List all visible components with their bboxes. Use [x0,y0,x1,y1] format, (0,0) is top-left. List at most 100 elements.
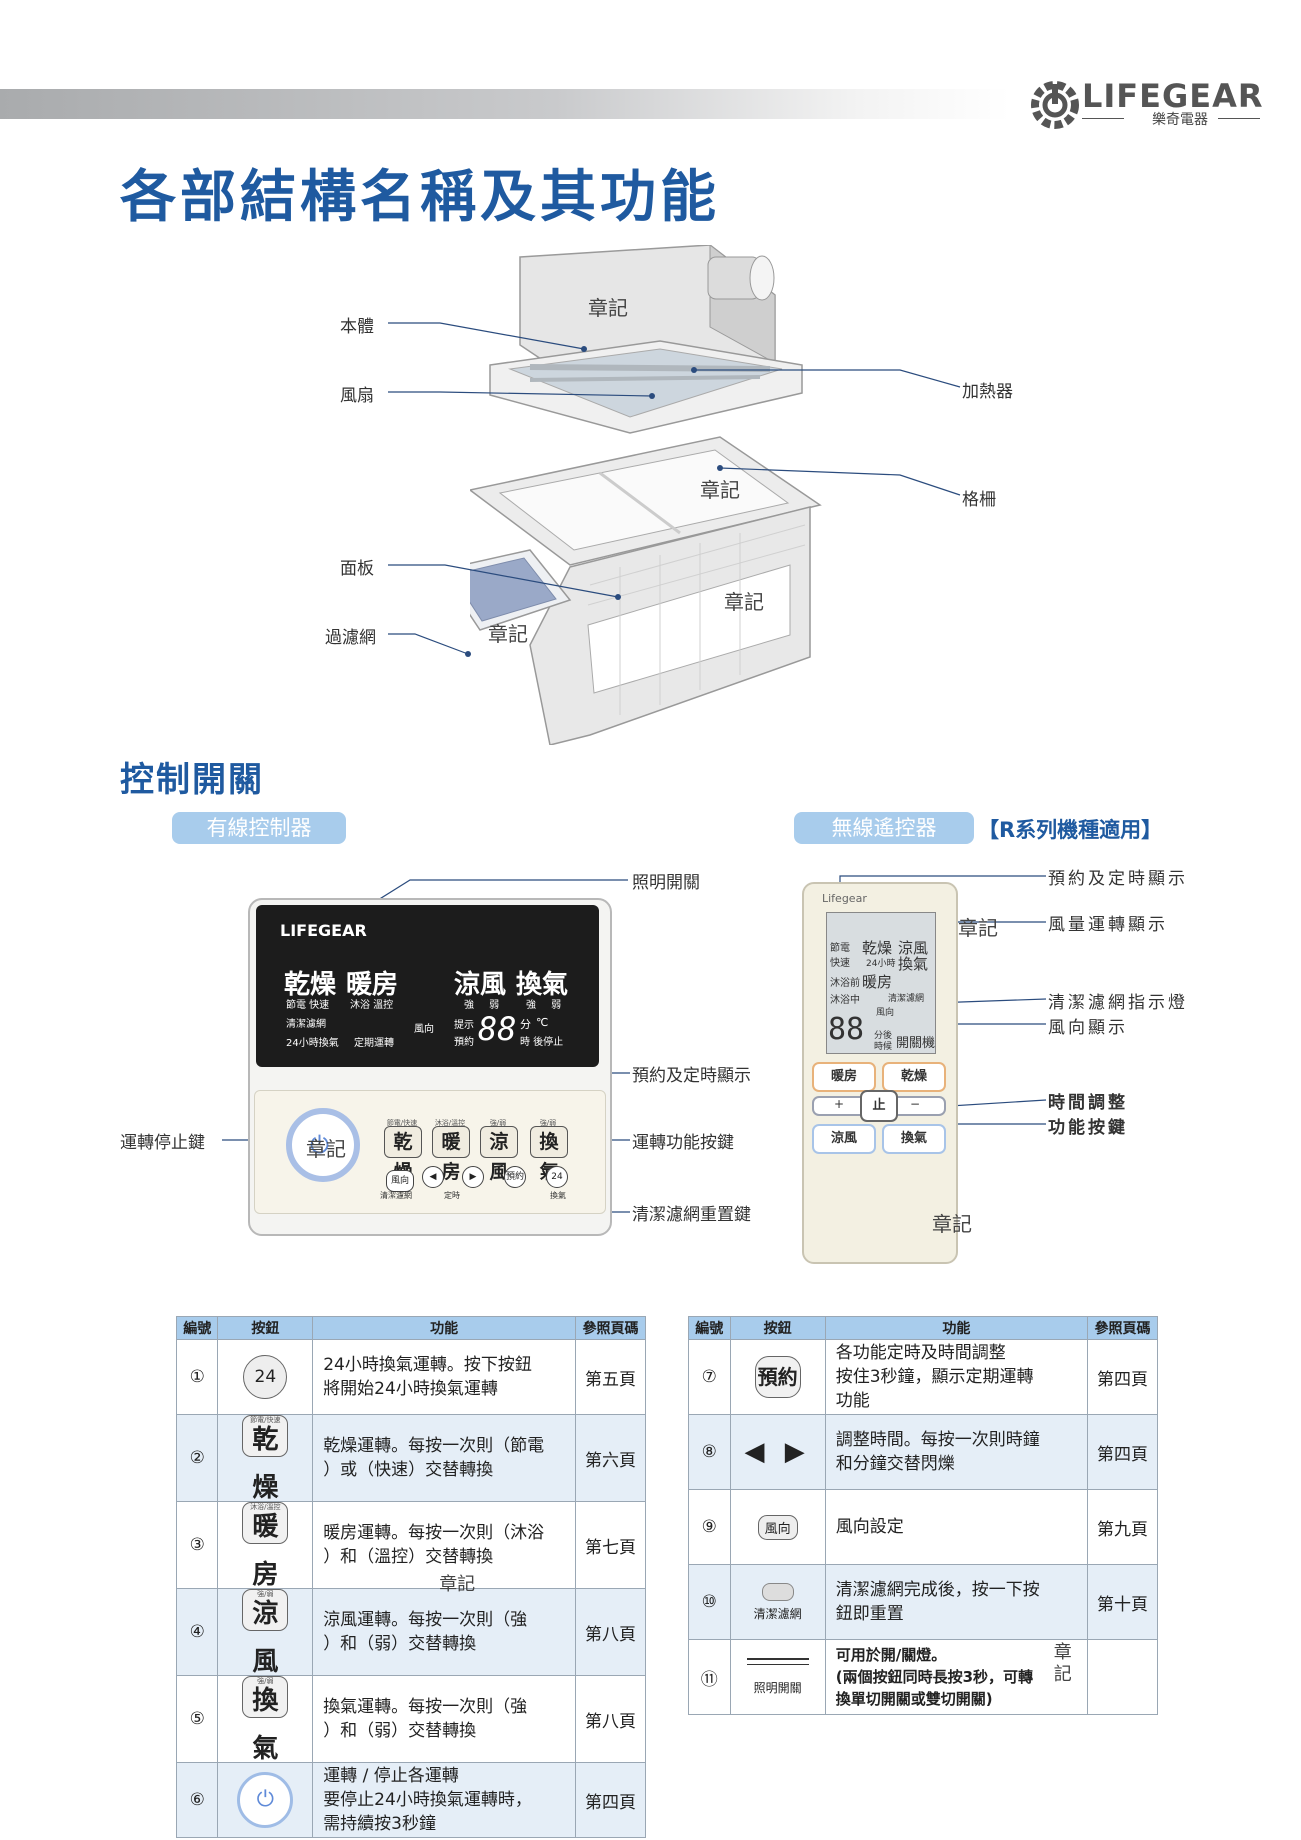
fn-line: 要停止24小時換氣運轉時， [323,1790,532,1810]
row-function: 24小時換氣運轉。按下按鈕將開始24小時換氣運轉 [312,1339,577,1415]
power-icon: ⏻ [310,1131,329,1159]
row-function: 各功能定時及時間調整按住3秒鐘，顯示定期運轉功能 [824,1339,1089,1415]
row-page: 第八頁 [575,1675,646,1763]
table-row: ④ 強/弱涼風 涼風運轉。每按一次則（強）和（弱）交替轉換章記 第八頁 [175,1574,646,1677]
th-no: 編號 [688,1316,731,1340]
key-vent-button[interactable]: 換氣 [530,1126,568,1183]
lcd-vent: 換氣 [516,970,569,1000]
key-caption: 強/弱 [257,1590,274,1598]
rlcd-wind: 風向 [876,1008,895,1018]
fn-line: 按住3秒鐘，顯示定期運轉 [835,1367,1034,1387]
fn-line: ）和（弱）交替轉換 [323,1634,477,1654]
rlcd-save: 節電 [830,943,850,954]
th-page: 參照頁碼 [575,1316,646,1340]
remote-minus-button[interactable]: − [910,1097,921,1111]
key-label: 乾燥 [252,1425,279,1503]
key-cool-caption: 強/弱 [489,1119,507,1127]
power-button[interactable] [286,1108,360,1182]
row-page: 第十頁 [1087,1564,1158,1640]
th-function: 功能 [312,1316,577,1340]
row-button: ◀ ▶ [729,1414,826,1490]
fn-line: 各功能定時及時間調整 [835,1343,1006,1363]
th-button: 按鈕 [729,1316,826,1340]
fn-line: ）或（快速）交替轉換 [323,1460,494,1480]
remote-plus-button[interactable]: + [834,1097,845,1111]
label-remote-wind-dir: 風向顯示 [1048,1018,1128,1038]
label-body: 本體 [340,317,374,337]
remote-warm-button[interactable]: 暖房 [812,1062,876,1092]
th-page: 參照頁碼 [1087,1316,1158,1340]
key-dry-caption: 節電/快速 [386,1119,418,1127]
fn-line: 涼風運轉。每按一次則（強 [323,1610,528,1630]
left-arrow-button[interactable]: ◀ [422,1166,444,1188]
right-arrow-button[interactable]: ▶ [462,1166,484,1188]
section-title-control: 控制開關 [120,760,264,800]
rlcd-warm: 暖房 [862,973,893,991]
lcd-vent-sub: 強 弱 [526,1000,568,1011]
key-dry-button[interactable]: 乾燥 [384,1126,422,1183]
lcd-filter: 清潔濾網 [286,1019,326,1030]
remote-series-note: 【R系列機種適用】 [978,818,1163,842]
watermark: 章記 [588,296,628,320]
key-caption: 清潔濾網 [753,1606,802,1621]
fn-line: 清潔濾網完成後，按一下按 [835,1580,1040,1600]
table-left: 編號 按鈕 功能 參照頁碼 ① 24 24小時換氣運轉。按下按鈕將開始24小時換… [175,1316,646,1838]
key-cool-button[interactable]: 涼風 [480,1126,518,1183]
row-button: 照明開關 [729,1639,826,1715]
watermark: 章記 [1053,1642,1072,1685]
key-warm-button[interactable]: 暖房 [432,1126,470,1183]
remote-cool-button[interactable]: 涼風 [812,1124,876,1154]
watermark: 章記 [958,916,998,940]
lcd-cool-sub: 強 弱 [464,1000,506,1011]
wind-button[interactable]: 風向 [386,1170,414,1192]
remote-dry-button[interactable]: 乾燥 [882,1062,946,1092]
tab-wired-controller: 有線控制器 [172,812,346,844]
watermark: 章記 [488,622,528,646]
row-button: 清潔濾網 [729,1564,826,1640]
table-row: ③ 沐浴/溫控暖房 暖房運轉。每按一次則（沐浴）和（溫控）交替轉換 第七頁 [175,1501,646,1590]
filter-reset-caption: 清潔濾網 [380,1191,412,1200]
row-no: ⑤ [175,1675,219,1763]
lcd-dry-sub: 節電 快速 [286,1000,330,1011]
row-page: 第九頁 [1087,1489,1158,1565]
vent-key-icon: 強/弱換氣 [242,1676,289,1764]
row-page: 第八頁 [575,1588,646,1676]
label-remote-filter-lamp: 清潔濾網指示燈 [1048,993,1188,1013]
key-caption: 強/弱 [257,1677,274,1685]
row-no: ⑪ [688,1639,731,1715]
wind-key-icon: 風向 [757,1514,798,1540]
row-page [1087,1639,1158,1715]
label-remote-timer: 預約及定時顯示 [1048,869,1188,889]
watermark: 章記 [700,478,740,502]
fn-line: ）和（弱）交替轉換 [323,1721,477,1741]
power-icon: ⏻ [237,1772,294,1828]
key-label: 暖房 [252,1512,279,1590]
reserve-button[interactable]: 預約 [504,1166,526,1188]
table-row: ⑤ 強/弱換氣 換氣運轉。每按一次則（強）和（弱）交替轉換 第八頁 [175,1675,646,1764]
lcd-warm-sub: 沐浴 溫控 [350,1000,394,1011]
label-remote-time-adjust: 時間調整 [1048,1093,1128,1113]
header-bar [0,89,1010,119]
row-function: 調整時間。每按一次則時鐘和分鐘交替閃爍 [824,1414,1089,1490]
row-button: 節電/快速乾燥 [217,1414,314,1503]
h24-button[interactable]: 24 [546,1166,568,1188]
remote-vent-button[interactable]: 換氣 [882,1124,946,1154]
row-function: 乾燥運轉。每按一次則（節電）或（快速）交替轉換 [312,1414,577,1502]
key-warm-caption: 沐浴/溫控 [434,1119,466,1127]
lcd-dry: 乾燥 [284,970,337,1000]
row-function: 清潔濾網完成後，按一下按鈕即重置 [824,1564,1089,1640]
th-no: 編號 [175,1316,219,1340]
lcd-cool: 涼風 [454,970,507,1000]
table-row: ⑪ 照明開關 可用於開/關燈。(兩個按鈕同時長按3秒，可轉換單切開關或雙切開關)… [688,1639,1158,1715]
key-label: 換氣 [252,1686,279,1764]
watermark: 章記 [439,1574,476,1595]
remote-stop-button[interactable]: 止 [860,1090,898,1122]
row-button: 沐浴/溫控暖房 [217,1501,314,1590]
table-row: ⑨ 風向 風向設定 第九頁 [688,1489,1158,1565]
label-fan: 風扇 [340,386,374,406]
remote-lcd [826,912,936,1054]
label-remote-function-keys: 功能按鍵 [1048,1118,1128,1138]
wired-logo: LIFEGEAR [280,921,367,940]
row-button: 預約 [729,1339,826,1415]
cool-key-icon: 強/弱涼風 [242,1589,289,1677]
